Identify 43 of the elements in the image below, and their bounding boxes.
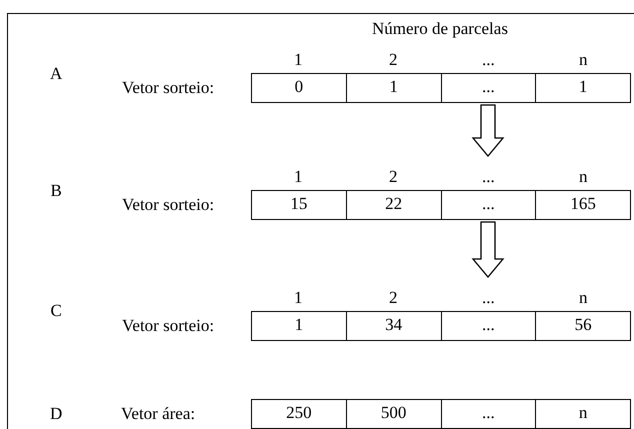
column-number: 1 <box>294 50 302 70</box>
row-letter: A <box>50 64 62 84</box>
vector-cell: 34 <box>346 312 440 340</box>
vector-cell: 22 <box>346 191 440 219</box>
row-letter: B <box>50 181 62 201</box>
column-number: n <box>579 167 588 187</box>
row-letter: D <box>50 404 62 424</box>
vector-cell: ... <box>440 400 536 428</box>
vector-cell-text: 0 <box>294 76 304 98</box>
vector-cell: ... <box>440 191 536 219</box>
column-number: 2 <box>389 167 398 187</box>
vector-row <box>251 399 631 429</box>
vector-cell: 165 <box>535 191 630 219</box>
vector-cell-text: 1 <box>294 314 304 336</box>
header-title: Número de parcelas <box>372 19 508 39</box>
block-arrow <box>472 104 504 158</box>
column-number: ... <box>482 288 495 308</box>
column-number: n <box>579 288 588 308</box>
vector-cell-text: 15 <box>289 193 308 215</box>
column-number: ... <box>482 167 495 187</box>
column-number: 2 <box>389 288 398 308</box>
vector-row <box>251 190 631 220</box>
column-number: 2 <box>389 50 398 70</box>
row-label: Vetor área: <box>121 404 196 424</box>
vector-cell-text: 250 <box>285 402 313 424</box>
block-arrow <box>472 221 504 278</box>
row-label: Vetor sorteio: <box>122 195 214 215</box>
row-label: Vetor sorteio: <box>122 78 214 98</box>
vector-cell: ... <box>440 74 536 102</box>
vector-cell: 56 <box>535 312 630 340</box>
vector-cell: n <box>535 400 630 428</box>
vector-row <box>251 73 631 103</box>
vector-row <box>251 311 631 341</box>
vector-cell: 1 <box>535 74 630 102</box>
vector-cell: ... <box>440 312 536 340</box>
row-letter: C <box>50 301 62 321</box>
vector-cell: 500 <box>346 400 440 428</box>
vector-cell: 1 <box>346 74 440 102</box>
row-label: Vetor sorteio: <box>122 316 214 336</box>
column-number: 1 <box>294 167 302 187</box>
column-number: ... <box>482 50 495 70</box>
column-number: n <box>579 50 588 70</box>
column-number: 1 <box>294 288 302 308</box>
